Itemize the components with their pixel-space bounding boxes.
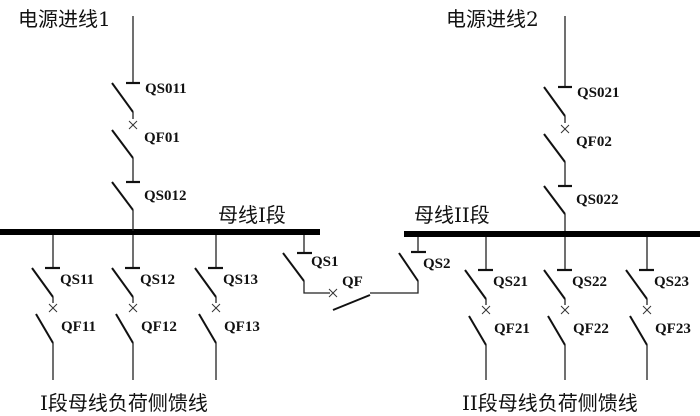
breaker-cross-icon [128, 120, 138, 130]
qf-label: QF13 [224, 319, 260, 335]
cross-stroke [560, 305, 570, 315]
qs-top-label: QS021 [577, 85, 620, 101]
breaker[interactable] [111, 129, 134, 159]
qf-label: QF22 [573, 321, 609, 337]
disconnector-bottom[interactable] [543, 185, 566, 215]
breaker-cross-icon [211, 303, 221, 313]
qf-label: QF [342, 274, 363, 290]
incoming-feeder-title: 电源进线2 [446, 7, 539, 31]
breaker-cross-icon [560, 124, 570, 134]
incoming-feeder-title: 电源进线1 [18, 7, 111, 31]
cross-stroke [481, 305, 491, 315]
qs-label: QS23 [654, 274, 689, 290]
bus2-feeders-caption: II段母线负荷侧馈线 [462, 391, 638, 415]
disconnector[interactable] [194, 267, 217, 298]
qf-label: QF21 [494, 321, 530, 337]
breaker-cross-icon [481, 305, 491, 315]
outgoing-feeders: QS11QF11QS12QF12QS13QF13QS21QF21QS22QF22… [31, 235, 691, 380]
wire [370, 281, 419, 294]
disconnector-qs1[interactable] [282, 252, 305, 282]
breaker[interactable] [115, 313, 134, 344]
cross-stroke [211, 303, 221, 313]
qs-label: QS22 [572, 274, 607, 290]
qs1-label: QS1 [311, 254, 339, 270]
cross-stroke [128, 120, 138, 130]
qs-bottom-label: QS012 [144, 188, 187, 204]
disconnector[interactable] [111, 267, 134, 298]
cross-stroke [560, 124, 570, 134]
qf-label: QF02 [576, 134, 612, 150]
disconnector[interactable] [31, 267, 54, 298]
qf-label: QF01 [144, 130, 180, 146]
busbar-1-label: 母线I段 [218, 203, 286, 227]
breaker-cross-icon [560, 305, 570, 315]
qf-label: QF12 [141, 319, 177, 335]
cross-stroke [642, 305, 652, 315]
busbar-2-label: 母线II段 [414, 203, 490, 227]
qs-bottom-label: QS022 [576, 192, 619, 208]
breaker-cross-icon [642, 305, 652, 315]
cross-stroke [128, 303, 138, 313]
disconnector[interactable] [464, 269, 487, 300]
qf-label: QF11 [61, 319, 96, 335]
disconnector-top[interactable] [111, 82, 134, 113]
breaker-cross-icon [48, 303, 58, 313]
disconnector[interactable] [625, 269, 648, 300]
qs-label: QS21 [493, 274, 528, 290]
cross-stroke [48, 303, 58, 313]
qs2-label: QS2 [423, 256, 451, 272]
qs-label: QS11 [60, 272, 94, 288]
breaker[interactable] [35, 313, 54, 344]
qs-label: QS13 [223, 272, 258, 288]
breaker[interactable] [543, 133, 566, 163]
breaker[interactable] [198, 313, 217, 344]
bus-coupler: QS1 QF QS2 [282, 235, 451, 311]
breaker[interactable] [629, 315, 648, 346]
breaker-qf[interactable] [332, 294, 371, 311]
qs-top-label: QS011 [145, 81, 187, 97]
disconnector-bottom[interactable] [111, 181, 134, 211]
breaker-cross-icon [128, 303, 138, 313]
disconnector[interactable] [543, 269, 566, 300]
busbar-section-2 [404, 231, 700, 237]
disconnector-top[interactable] [543, 86, 566, 117]
qf-label: QF23 [655, 321, 691, 337]
busbar-section-1 [0, 229, 320, 235]
wire [303, 281, 330, 294]
qs-label: QS12 [140, 272, 175, 288]
breaker[interactable] [468, 315, 487, 346]
bus1-feeders-caption: I段母线负荷侧馈线 [40, 391, 208, 415]
breaker[interactable] [547, 315, 566, 346]
breaker-cross-icon [328, 288, 338, 298]
disconnector-qs2[interactable] [398, 252, 419, 282]
